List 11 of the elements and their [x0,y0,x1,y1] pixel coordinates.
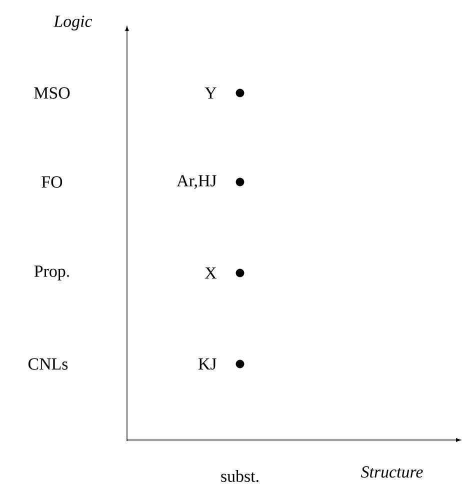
point-label: Ar,HJ [176,175,216,189]
tick-label: Prop. [34,266,69,280]
point-label: Y [204,87,216,99]
axis-label: Structure [361,466,423,478]
tick-label: CNLs [28,358,68,370]
point-label: KJ [198,358,216,370]
tick-label: subst. [221,470,258,482]
tick-label: FO [42,176,62,188]
point-label: X [204,267,216,279]
axis-label: Logic [54,16,92,30]
tick-label: MSO [34,87,70,99]
